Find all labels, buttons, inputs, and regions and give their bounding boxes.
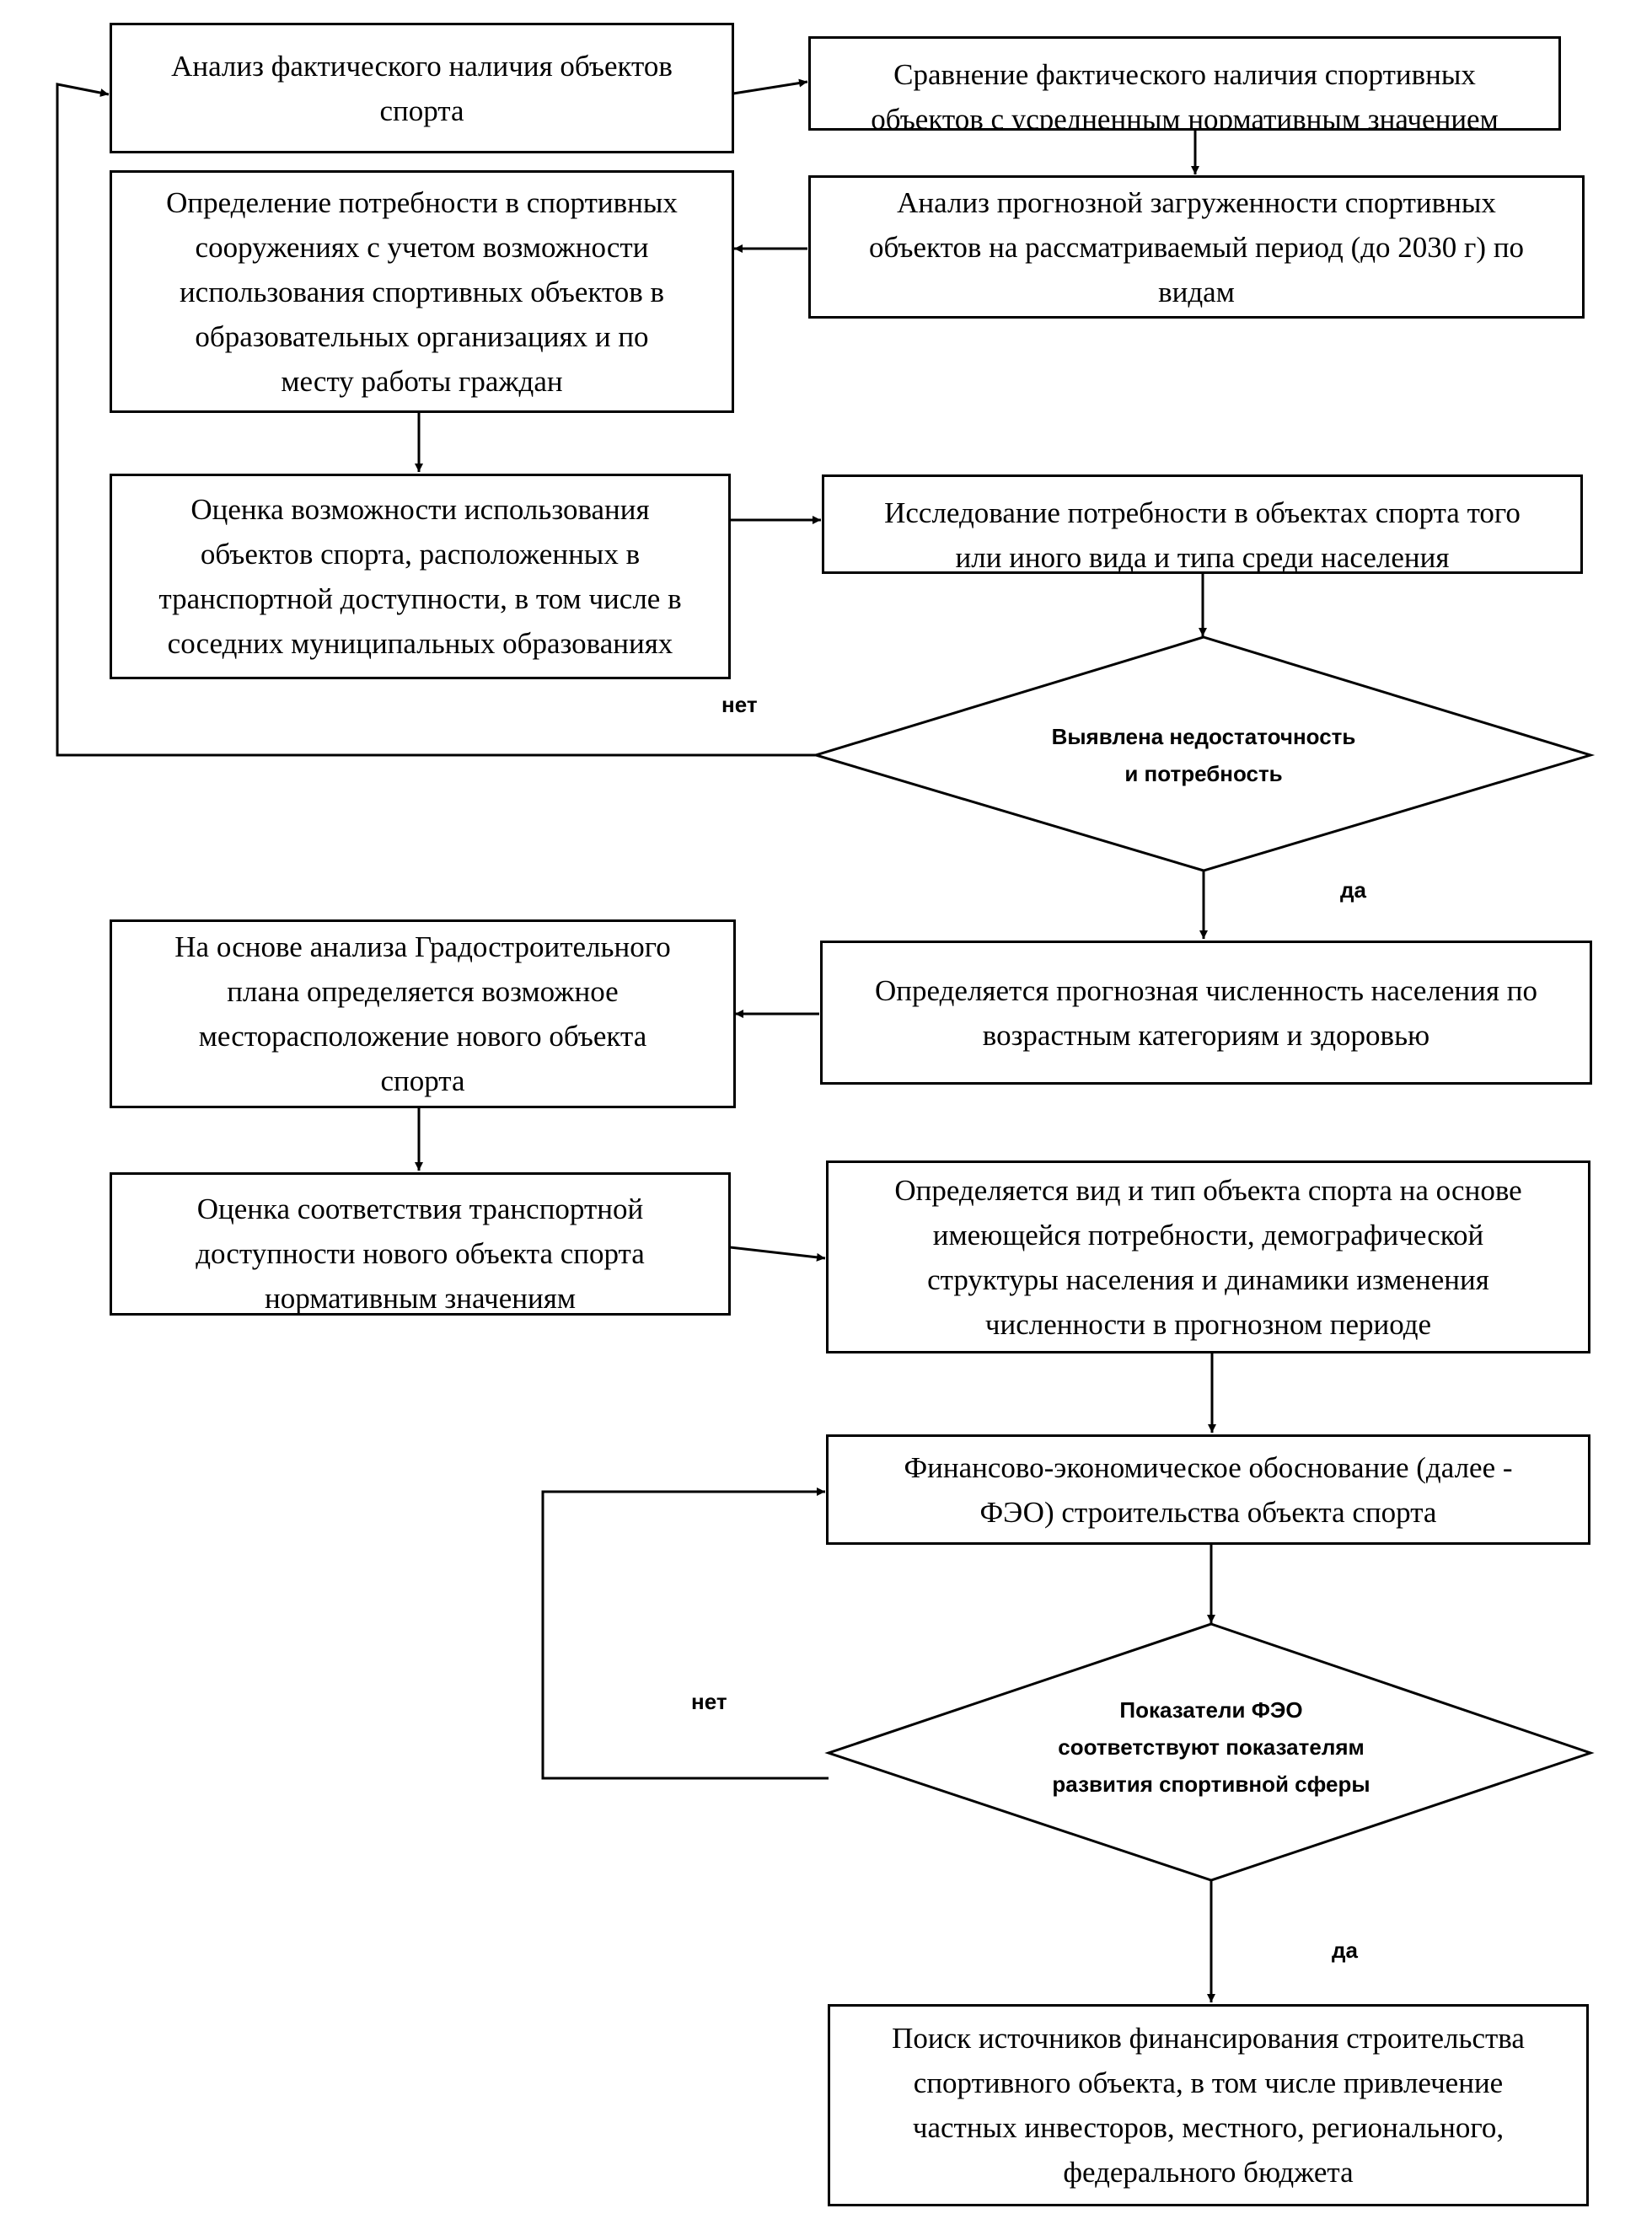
label-no-1: нет (721, 692, 758, 717)
box-compare-norm: Сравнение фактического наличия спортивны… (808, 36, 1561, 131)
box-population-forecast: Определяется прогнозная численность насе… (820, 941, 1592, 1085)
label-no-2: нет (691, 1689, 727, 1714)
label-yes-1: да (1340, 877, 1366, 903)
box-object-type: Определяется вид и тип объекта спорта на… (826, 1160, 1590, 1353)
box-fact-analysis: Анализ фактического наличия объектов спо… (110, 23, 734, 153)
decision-2-text: Показатели ФЭО соответствуют показателям… (1052, 1697, 1370, 1797)
box-transport-compliance: Оценка соответствия транспортной доступн… (110, 1172, 731, 1316)
box-population-research: Исследование потребности в объектах спор… (822, 474, 1583, 574)
arrow-b9-b10 (729, 1246, 826, 1262)
box-need-definition: Определение потребности в спортивных соо… (110, 170, 734, 413)
box-transport-access: Оценка возможности использования объекто… (110, 474, 731, 679)
arrow-d1-no-loop (56, 83, 816, 757)
box-urban-plan: На основе анализа Градостроительного пла… (110, 919, 736, 1108)
box-funding-search: Поиск источников финансирования строител… (828, 2004, 1589, 2206)
label-yes-2: да (1332, 1938, 1358, 1963)
box-feo: Финансово-экономическое обоснование (дал… (826, 1434, 1590, 1545)
decision-1-text: Выявлена недостаточность и потребность (1051, 724, 1356, 786)
box-load-forecast: Анализ прогнозной загруженности спортивн… (808, 175, 1585, 319)
arrow-b1-b2 (732, 78, 808, 95)
arrow-d2-no-loop (541, 1487, 829, 1780)
